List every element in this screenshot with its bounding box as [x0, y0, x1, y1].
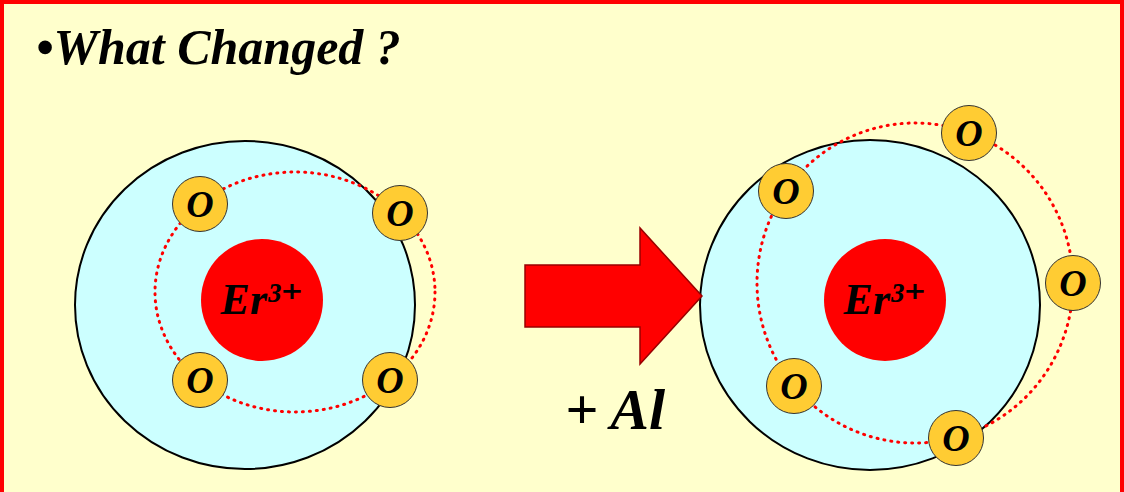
slide-title: •What Changed ?	[36, 20, 401, 75]
oxygen-atom: O	[1045, 255, 1101, 311]
oxygen-atom: O	[362, 352, 418, 408]
atom-label: O	[942, 419, 969, 457]
atom-label: O	[376, 361, 403, 399]
oxygen-atom: O	[928, 410, 984, 466]
reagent-label: + Al	[565, 378, 665, 442]
coordination-shell	[757, 123, 1073, 443]
ion-label: Er³⁺	[844, 278, 927, 322]
atom-label: O	[1059, 264, 1086, 302]
atom-label: O	[772, 172, 799, 210]
ion-label: Er³⁺	[221, 278, 304, 322]
oxygen-atom: O	[758, 163, 814, 219]
glass-host	[75, 141, 415, 469]
glass-host	[700, 140, 1040, 470]
atom-label: O	[955, 114, 982, 152]
oxygen-atom: O	[172, 352, 228, 408]
atom-label: O	[186, 361, 213, 399]
oxygen-atom: O	[941, 105, 997, 161]
erbium-ion: Er³⁺	[201, 239, 323, 361]
atom-label: O	[386, 194, 413, 232]
atom-label: O	[780, 367, 807, 405]
erbium-ion: Er³⁺	[824, 239, 946, 361]
oxygen-atom: O	[766, 358, 822, 414]
oxygen-atom: O	[172, 176, 228, 232]
block-arrow	[525, 228, 702, 364]
coordination-shell	[155, 172, 435, 412]
oxygen-atom: O	[372, 185, 428, 241]
atom-label: O	[186, 185, 213, 223]
